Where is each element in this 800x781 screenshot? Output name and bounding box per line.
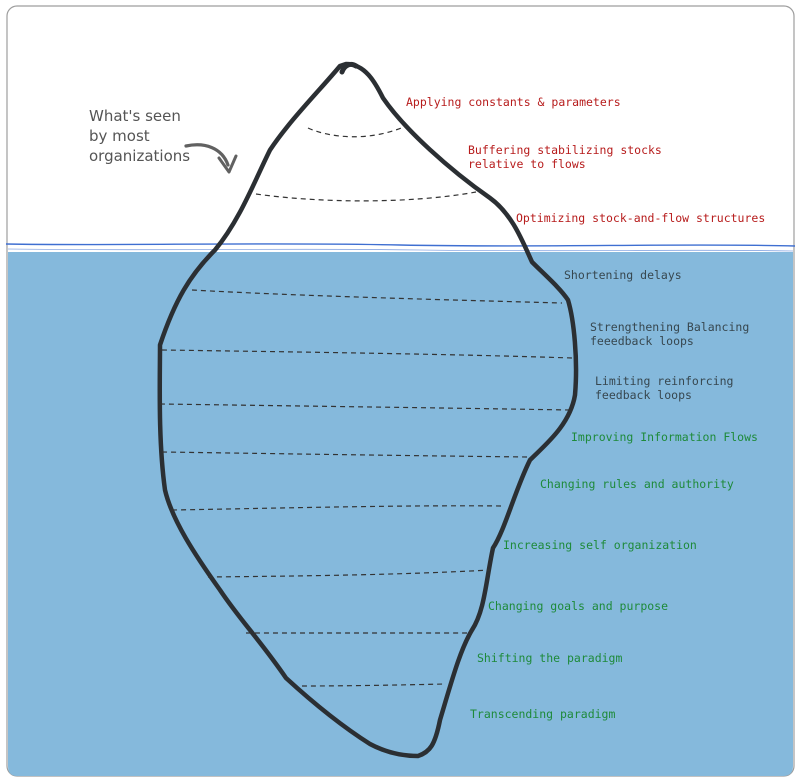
water-line-2 [7,248,794,252]
level-label: Changing goals and purpose [488,599,669,613]
water-body [8,252,793,776]
separator-2 [255,191,477,202]
iceberg-tip [339,61,359,75]
annotation-line-1: What's seen [89,107,181,125]
iceberg-outline [157,61,579,759]
annotation-line-3: organizations [89,147,191,165]
level-label: Shifting the paradigm [477,651,623,665]
separator-10 [301,683,447,687]
separator-5 [159,403,571,411]
pointer-arrow [184,143,230,167]
level-label: Changing rules and authority [540,477,734,491]
level-label: Buffering stabilizing stocks relative to… [468,143,662,171]
water-line [5,243,796,247]
level-label: Strengthening Balancing feeedback loops [590,320,750,348]
separator-8 [207,569,491,578]
separator-7 [171,505,506,511]
annotation-line-2: by most [89,127,150,145]
level-label: Increasing self organization [503,538,697,552]
level-label: Improving Information Flows [571,430,758,444]
arrow-head [217,154,238,174]
level-label: Applying constants & parameters [406,95,621,109]
level-label: Shortening delays [564,268,682,282]
separator-4 [161,349,573,359]
level-label: Optimizing stock-and-flow structures [516,211,766,225]
level-separators [159,125,573,687]
level-label: Limiting reinforcing feedback loops [595,374,734,402]
separator-3 [191,289,563,304]
level-label: Transcending paradigm [470,707,616,721]
separator-6 [161,451,531,458]
